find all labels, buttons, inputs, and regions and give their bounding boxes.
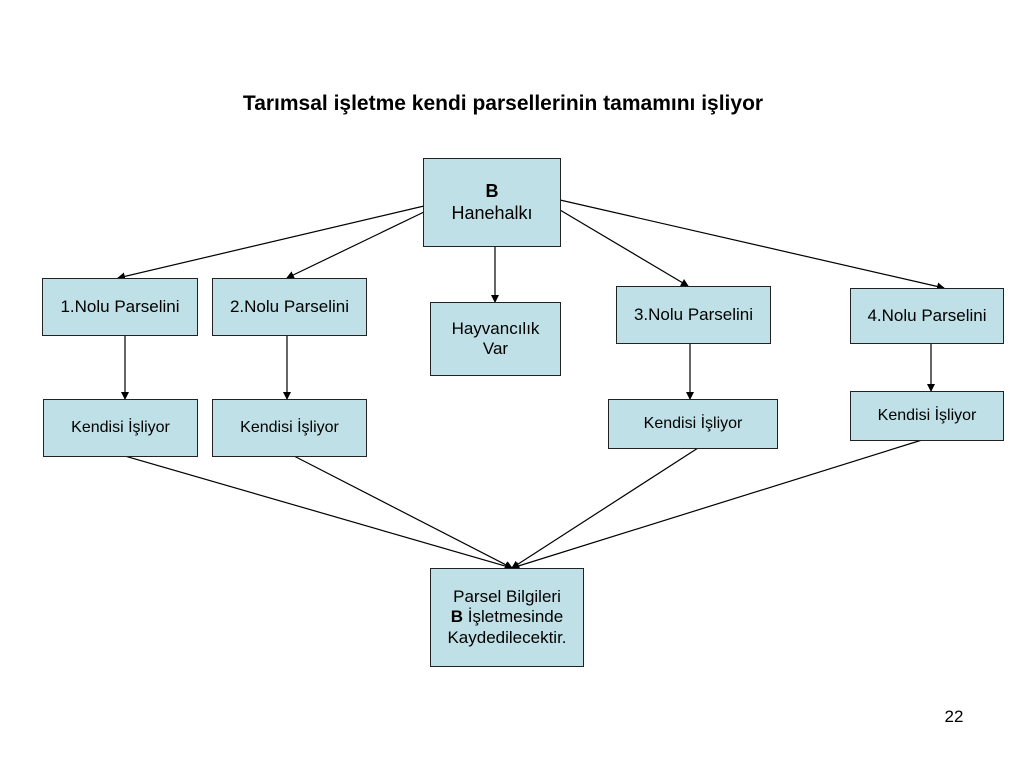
cultivates-4-label: Kendisi İşliyor [877, 406, 977, 424]
arrow-household-to-parcel-1 [117, 205, 425, 281]
parcel-2-box: 2.Nolu Parselini [212, 278, 367, 336]
arrow-household-to-parcel-3 [559, 209, 689, 287]
parcel-3-box: 3.Nolu Parselini [616, 286, 771, 344]
parcel-4-label: 4.Nolu Parselini [867, 305, 987, 325]
cultivates-1-box: Kendisi İşliyor [43, 399, 198, 457]
cultivates-1-label: Kendisi İşliyor [71, 418, 170, 436]
livestock-box: Hayvancılık Var [430, 302, 561, 376]
household-letter: B [485, 181, 499, 202]
result-box: Parsel Bilgileri B İşletmesinde Kaydedil… [430, 568, 584, 667]
cultivates-3-box: Kendisi İşliyor [608, 399, 778, 449]
arrow-cultivates-1-to-result [124, 455, 513, 570]
arrow-cultivates-3-to-result [511, 447, 699, 569]
result-line-2-text: İşletmesinde [463, 607, 564, 627]
household-box: B Hanehalkı [423, 158, 561, 247]
cultivates-2-label: Kendisi İşliyor [240, 418, 339, 436]
parcel-4-box: 4.Nolu Parselini [850, 288, 1004, 344]
cultivates-3-label: Kendisi İşliyor [643, 414, 743, 432]
result-line-1: Parsel Bilgileri [453, 587, 561, 607]
arrow-cultivates-2-to-result [293, 455, 513, 569]
livestock-line-2: Var [482, 339, 509, 358]
parcel-1-box: 1.Nolu Parselini [42, 278, 198, 336]
arrow-household-to-parcel-2 [286, 211, 425, 279]
household-label: Hanehalkı [451, 202, 533, 223]
arrow-cultivates-4-to-result [511, 439, 923, 570]
slide-title: Tarımsal işletme kendi parsellerinin tam… [242, 92, 764, 115]
parcel-2-label: 2.Nolu Parselini [229, 296, 350, 316]
cultivates-2-box: Kendisi İşliyor [212, 399, 367, 457]
result-letter: B [450, 607, 464, 627]
parcel-3-label: 3.Nolu Parselini [633, 304, 754, 324]
cultivates-4-box: Kendisi İşliyor [850, 391, 1004, 441]
result-line-2: B İşletmesinde [451, 607, 563, 627]
result-line-3: Kaydedilecektir. [447, 627, 567, 647]
page-number: 22 [944, 707, 964, 726]
livestock-line-1: Hayvancılık [451, 318, 540, 338]
arrow-household-to-parcel-4 [559, 199, 945, 291]
parcel-1-label: 1.Nolu Parselini [60, 296, 180, 316]
